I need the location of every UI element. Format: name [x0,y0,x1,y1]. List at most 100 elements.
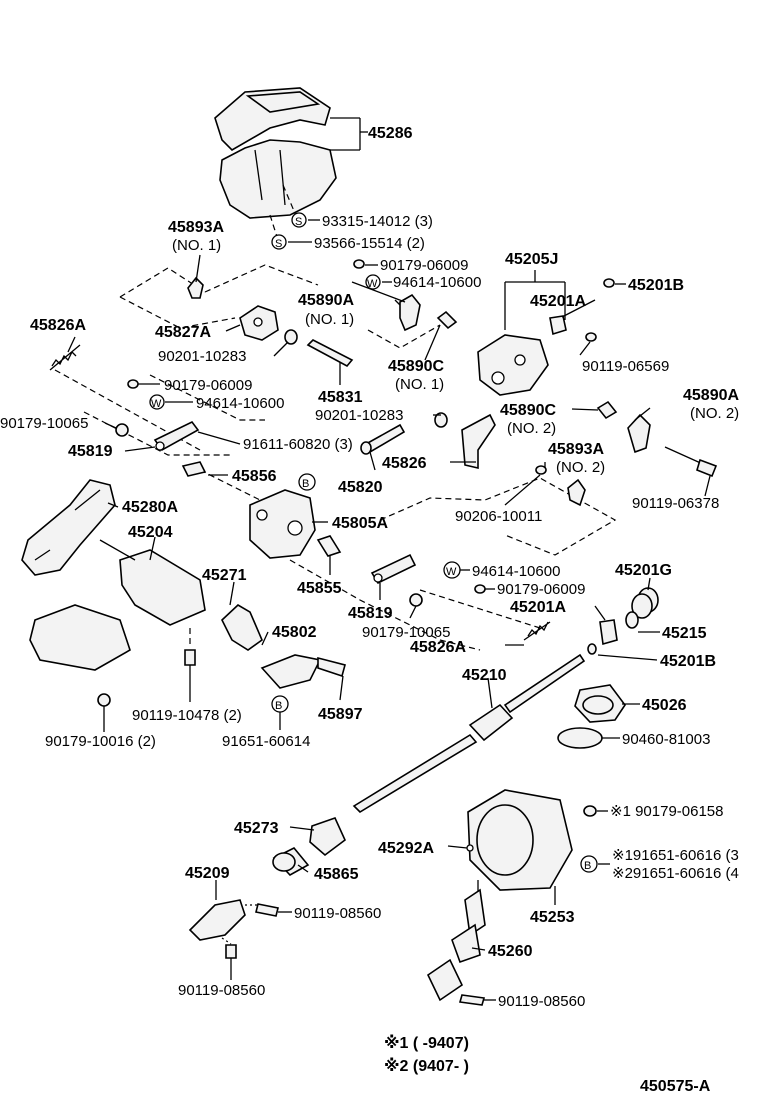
label-90179-06009-c: 90179-06009 [497,581,585,598]
label-45893A-no2-sub: (NO. 2) [556,459,605,476]
label-45201A-top: 45201A [530,293,586,310]
bolt-90119-08560-a [255,903,279,917]
bolt-90119-08560-b [221,937,237,959]
label-45805A: 45805A [332,515,388,532]
svg-text:B: B [275,700,282,712]
label-90119-10478: 90119-10478 (2) [132,707,242,724]
washer-94614-10600-a: W [365,274,381,290]
label-94614-10600-a: 94614-10600 [393,274,481,291]
label-91651-60616-1: ※191651-60616 (3 [612,847,739,864]
nut-90179-10016 [97,693,111,707]
label-45897: 45897 [318,706,363,723]
washer-90201-b [434,412,448,428]
label-45273: 45273 [234,820,279,837]
label-45893A: 45893A [168,219,224,236]
svg-text:B: B [584,860,591,872]
cylinder-45201A-top [549,315,567,336]
svg-text:S: S [295,216,302,228]
bracket-45204 [29,539,206,671]
label-45826A-right: 45826A [410,639,466,656]
label-45215: 45215 [662,625,707,642]
svg-text:W: W [151,398,162,410]
label-45890C-no1-sub: (NO. 1) [395,376,444,393]
label-90179-06158: ※1 90179-06158 [610,803,724,820]
bolt-45820 [360,423,406,455]
nut-90179-06009-b [127,379,139,389]
nut-90179-06009-c [474,584,486,594]
label-45890A-no1: 45890A [298,292,354,309]
label-45201B-top: 45201B [628,277,684,294]
bracket-45890A-no2 [627,413,651,454]
symbol-s-2: S [271,234,287,250]
label-90179-10065-a: 90179-10065 [0,415,88,432]
bolt-90119-08560-c [458,994,486,1006]
part-labels: 45286 93315-14012 (3) 93566-15514 (2) 45… [0,125,739,1095]
label-90206: 90206-10011 [455,508,542,525]
bracket-45271 [221,604,263,651]
label-90119-08560-a: 90119-08560 [294,905,381,922]
lock-assembly-45205J [477,270,566,396]
label-45260: 45260 [488,943,533,960]
label-90119-08560-c: 90119-08560 [498,993,585,1010]
label-45205J: 45205J [505,251,558,268]
plate-45292A [466,789,573,891]
bracket-45826 [461,413,496,470]
support-45280A [21,479,116,576]
shaft-45210 [352,653,586,814]
label-45893A-no2: 45893A [548,441,604,458]
label-45209: 45209 [185,865,230,882]
pin-45831 [306,339,354,368]
label-91611: 91611-60820 (3) [243,436,353,453]
label-45201A-mid: 45201A [510,599,566,616]
spring-45201G [631,587,659,619]
universal-joint-45209 [188,880,262,941]
label-90119-06378: 90119-06378 [632,495,719,512]
pin-45856 [181,461,207,477]
label-45819-b: 45819 [348,605,393,622]
nut-45201B-mid [587,643,597,655]
nut-90179-10065-a [115,423,129,437]
svg-text:W: W [367,278,378,290]
housing-45805A [249,489,316,559]
washer-90201-a [284,329,298,345]
label-45827A: 45827A [155,324,211,341]
label-90179-10065-b: 90179-10065 [362,624,450,641]
label-45204: 45204 [128,524,173,541]
note-1: ※1 ( -9407) [384,1034,469,1052]
boot-45026 [574,684,626,723]
label-45253: 45253 [530,909,575,926]
nut-45201B-top [603,278,615,288]
label-91651-60616-2: ※291651-60616 (4 [612,865,739,882]
label-93566: 93566-15514 (2) [314,235,425,252]
symbol-b-1: B [298,473,316,491]
label-45201G: 45201G [615,562,672,579]
leader-lines [67,219,711,1001]
spring-45826A-left [49,344,81,371]
label-90179-10016: 90179-10016 (2) [45,733,156,750]
label-45280A: 45280A [122,499,178,516]
label-45826A-left: 45826A [30,317,86,334]
label-45890C-no2-sub: (NO. 2) [507,420,556,437]
pin-45897 [317,656,346,678]
label-45286: 45286 [368,125,413,142]
label-45026: 45026 [642,697,687,714]
nut-90179-10065-b [409,593,423,607]
cylinder-45201A-mid [599,619,618,646]
bolt-45890C-no2 [596,400,618,420]
bolt-90119-10478 [184,628,196,666]
label-45292A: 45292A [378,840,434,857]
nut-90179-06158 [583,805,597,817]
collar-45865 [272,846,310,877]
bolt-90119-06378 [664,446,718,478]
label-94614-10600-c: 94614-10600 [472,563,560,580]
label-45865: 45865 [314,866,359,883]
label-45201B-mid: 45201B [660,653,716,670]
nut-90119-06569 [585,332,597,342]
figure-id: 450575-A [640,1078,711,1095]
svg-text:S: S [275,238,282,250]
washer-94614-10600-c: W [443,561,461,579]
label-45890A-no2: 45890A [683,387,739,404]
label-90179-06009-a: 90179-06009 [380,257,468,274]
label-90119-08560-b: 90119-08560 [178,982,265,999]
